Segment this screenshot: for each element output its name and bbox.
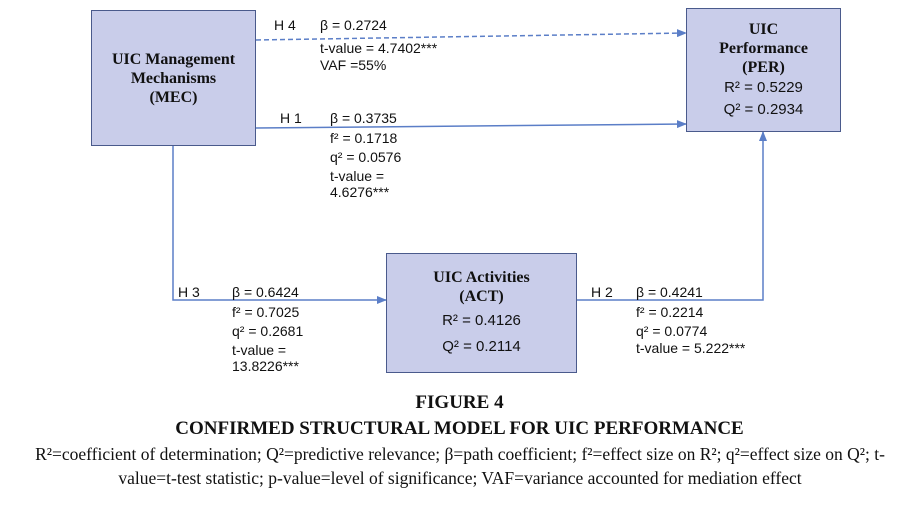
act-r2: R² = 0.4126 xyxy=(442,312,521,329)
h2-arrow xyxy=(577,131,767,301)
act-node: UIC Activities (ACT) R² = 0.4126 Q² = 0.… xyxy=(386,253,577,373)
act-q2: Q² = 0.2114 xyxy=(442,338,521,355)
h3-stat-2: f² = 0.7025 xyxy=(232,304,300,320)
figure-label: FIGURE 4 xyxy=(415,392,504,413)
h4-stat-3: VAF =55% xyxy=(320,57,387,73)
h1-stat-3: q² = 0.0576 xyxy=(330,149,402,165)
mec-title-2: Mechanisms xyxy=(130,69,217,87)
per-r2: R² = 0.5229 xyxy=(724,78,803,96)
mec-node: UIC Management Mechanisms (MEC) xyxy=(91,10,256,146)
h1-stat-5: 4.6276*** xyxy=(330,184,390,200)
act-title-1: UIC Activities xyxy=(433,269,530,286)
per-title-3: (PER) xyxy=(742,58,785,76)
h2-stat-3: q² = 0.0774 xyxy=(636,323,708,339)
h1-stat-4: t-value = xyxy=(330,168,385,184)
h3-stat-5: 13.8226*** xyxy=(232,358,299,374)
h2-stat-2: f² = 0.2214 xyxy=(636,304,704,320)
h4-id: H 4 xyxy=(274,17,296,33)
per-title-2: Performance xyxy=(719,39,808,57)
per-node: UIC Performance (PER) R² = 0.5229 Q² = 0… xyxy=(686,8,841,132)
figure-title: CONFIRMED STRUCTURAL MODEL FOR UIC PERFO… xyxy=(175,418,744,439)
per-q2: Q² = 0.2934 xyxy=(723,100,804,118)
h1-arrow xyxy=(255,120,687,129)
mec-title-3: (MEC) xyxy=(149,88,198,106)
h3-stat-1: β = 0.6424 xyxy=(232,284,299,300)
act-title-2: (ACT) xyxy=(459,288,504,305)
h3-stat-3: q² = 0.2681 xyxy=(232,323,304,339)
h2-stat-1: β = 0.4241 xyxy=(636,284,703,300)
h3-id: H 3 xyxy=(178,284,200,300)
h3-stat-4: t-value = xyxy=(232,342,287,358)
figure-note: R²=coefficient of determination; Q²=pred… xyxy=(35,444,885,488)
h4-stat-1: β = 0.2724 xyxy=(320,17,387,33)
h1-id: H 1 xyxy=(280,110,302,126)
h1-stat-1: β = 0.3735 xyxy=(330,110,397,126)
h3-arrow xyxy=(172,146,387,304)
h4-arrow xyxy=(255,29,687,41)
per-title-1: UIC xyxy=(748,20,779,38)
mec-title-1: UIC Management xyxy=(111,50,236,68)
h2-stat-4: t-value = 5.222*** xyxy=(636,340,746,356)
h4-stat-2: t-value = 4.7402*** xyxy=(320,40,438,56)
h1-stat-2: f² = 0.1718 xyxy=(330,130,398,146)
h2-id: H 2 xyxy=(591,284,613,300)
